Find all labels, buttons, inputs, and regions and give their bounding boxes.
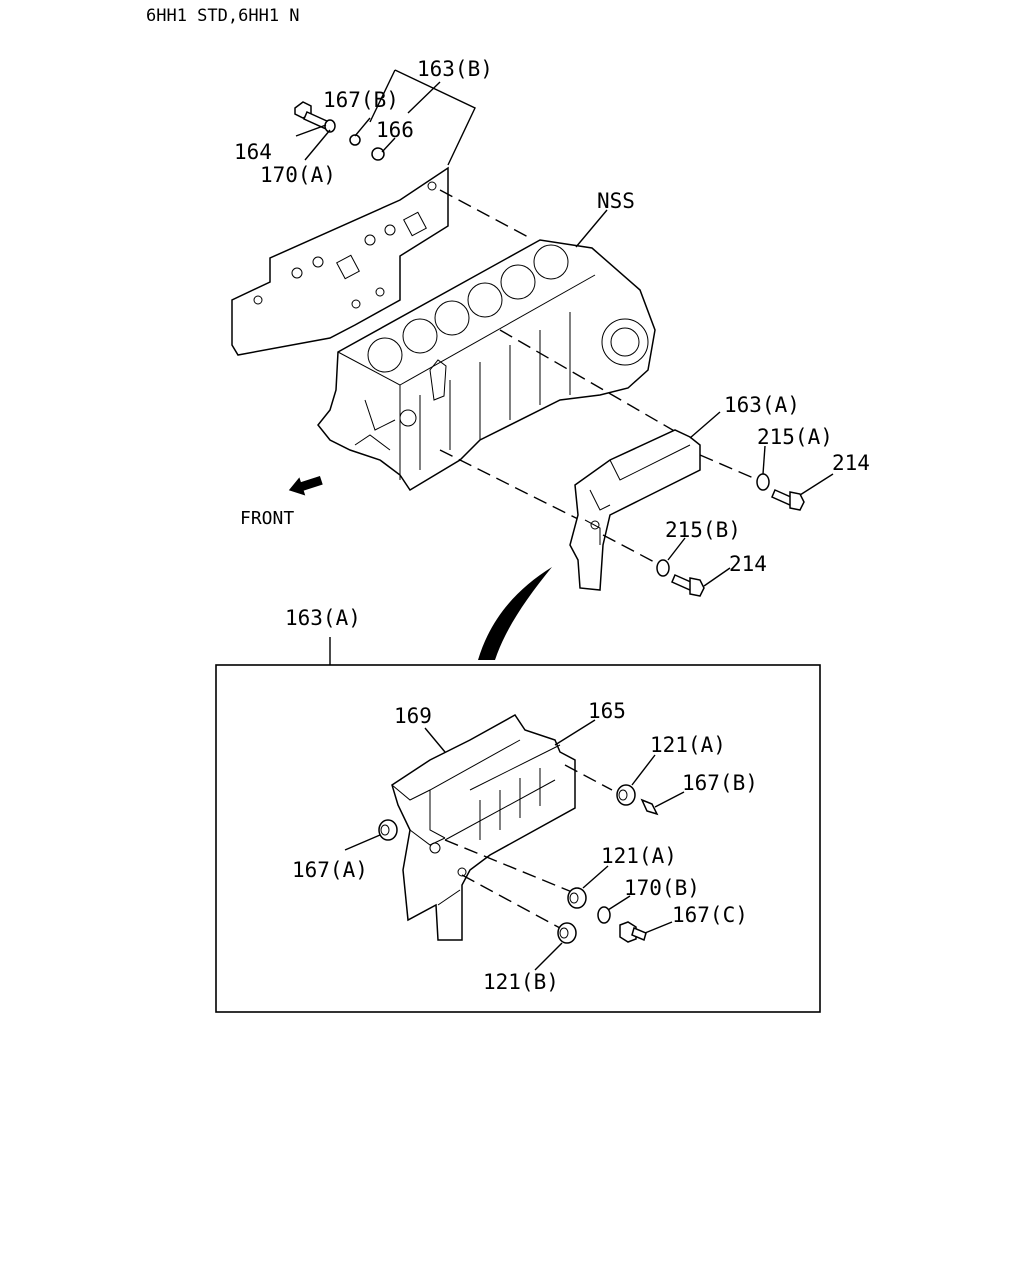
label-163a-top: 163(A) [724, 393, 800, 417]
leader-lines-detail [344, 719, 685, 971]
label-166: 166 [376, 118, 414, 142]
front-arrow-icon [288, 475, 323, 496]
dowel-167b-detail [640, 798, 659, 816]
washer-170b [597, 906, 611, 924]
washer-215a [756, 473, 770, 491]
label-169: 169 [394, 704, 432, 728]
assembly-line-215a [699, 454, 759, 481]
assembly-line-215b [602, 534, 661, 566]
label-167b-top: 167(B) [323, 88, 399, 112]
bolt-167c [619, 921, 647, 943]
label-163b: 163(B) [417, 57, 493, 81]
label-214-bottom: 214 [729, 552, 767, 576]
label-163a-box: 163(A) [285, 606, 361, 630]
ring-dowel-166 [371, 147, 385, 161]
label-nss: NSS [597, 189, 635, 213]
detail-line-121a-2 [444, 839, 573, 893]
detail-line-121a-1 [564, 764, 613, 791]
cover-assembly-163a-top [569, 429, 701, 591]
label-165: 165 [588, 699, 626, 723]
bolt-214-bottom [671, 574, 705, 597]
label-215b: 215(B) [665, 518, 741, 542]
detail-line-121b [461, 874, 561, 929]
cover-assembly-detail [391, 714, 576, 941]
bushing-121a-lower [567, 887, 587, 909]
label-170b: 170(B) [624, 876, 700, 900]
dowel-167a [378, 819, 398, 841]
label-167a: 167(A) [292, 858, 368, 882]
label-215a: 215(A) [757, 425, 833, 449]
label-164: 164 [234, 140, 272, 164]
bolt-214-top [771, 489, 805, 511]
label-121a-lower: 121(A) [601, 844, 677, 868]
detail-box-163a [215, 664, 821, 1013]
assembly-line-cover-1 [499, 329, 691, 441]
cylinder-block-nss [317, 239, 656, 492]
label-214-top: 214 [832, 451, 870, 475]
assembly-line-gasket [439, 189, 531, 239]
model-header: 6HH1 STD,6HH1 N [146, 6, 300, 26]
label-167b-detail: 167(B) [682, 771, 758, 795]
leader-lines-top [295, 69, 834, 587]
assembly-line-cover-2 [439, 449, 591, 526]
label-121b: 121(B) [483, 970, 559, 994]
detail-callout-arrow [478, 567, 552, 660]
bushing-121b [557, 922, 577, 944]
dowel-167b-top [349, 134, 361, 146]
gasket-plate-163b [231, 166, 449, 356]
bolt-164 [294, 101, 330, 130]
label-front: FRONT [240, 508, 294, 529]
bushing-121a-upper [616, 784, 636, 806]
label-170a: 170(A) [260, 163, 336, 187]
washer-215b [656, 559, 670, 577]
label-121a-upper: 121(A) [650, 733, 726, 757]
label-167c: 167(C) [672, 903, 748, 927]
